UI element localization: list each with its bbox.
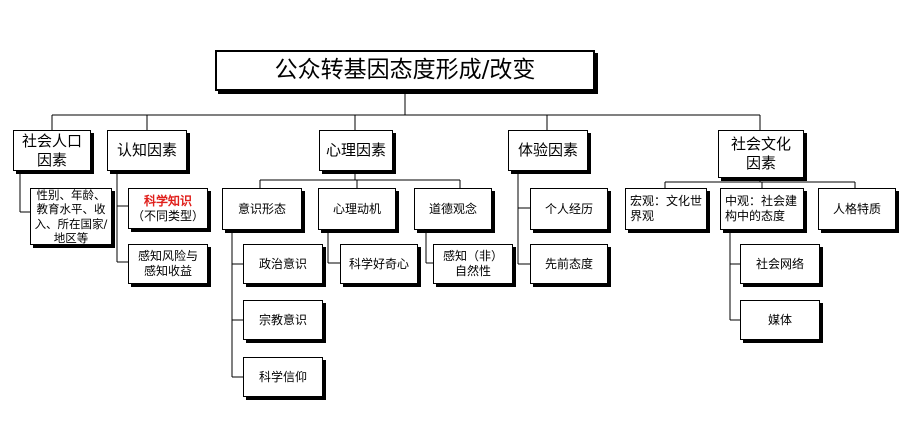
science-knowledge-rest: （不同类型） [132,208,205,223]
item-personal-experience: 个人经历 [530,188,608,230]
item-prior-attitude: 先前态度 [530,244,608,284]
item-ideology: 意识形态 [222,188,302,230]
item-science-belief: 科学信仰 [243,357,323,397]
category-cognitive: 认知因素 [107,130,187,171]
diagram-title: 公众转基因态度形成/改变 [215,50,595,91]
item-science-curiosity: 科学好奇心 [340,244,418,284]
category-experience: 体验因素 [508,130,588,171]
item-science-knowledge: 科学知识（不同类型） [128,188,208,229]
item-religious-awareness: 宗教意识 [243,300,323,340]
item-political-awareness: 政治意识 [243,244,323,284]
item-macro-worldview: 宏观：文化世界观 [625,188,707,230]
item-moral-values: 道德观念 [414,188,492,230]
category-social-demographic: 社会人口因素 [13,130,91,171]
category-psychological: 心理因素 [319,130,393,171]
item-risk-benefit: 感知风险与感知收益 [128,244,208,284]
category-sociocultural: 社会文化因素 [718,130,804,178]
item-psychological-motivation: 心理动机 [318,188,396,230]
item-social-network: 社会网络 [740,244,820,284]
item-personality-traits: 人格特质 [818,188,896,230]
item-meso-social-construct: 中观：社会建构中的态度 [720,188,804,230]
science-knowledge-highlight: 科学知识 [143,193,192,208]
item-media: 媒体 [740,300,820,340]
item-perceived-naturalness: 感知（非）自然性 [433,244,513,284]
item-demographics: 性别、年龄、教育水平、收入、所在国家/地区等 [30,188,112,245]
